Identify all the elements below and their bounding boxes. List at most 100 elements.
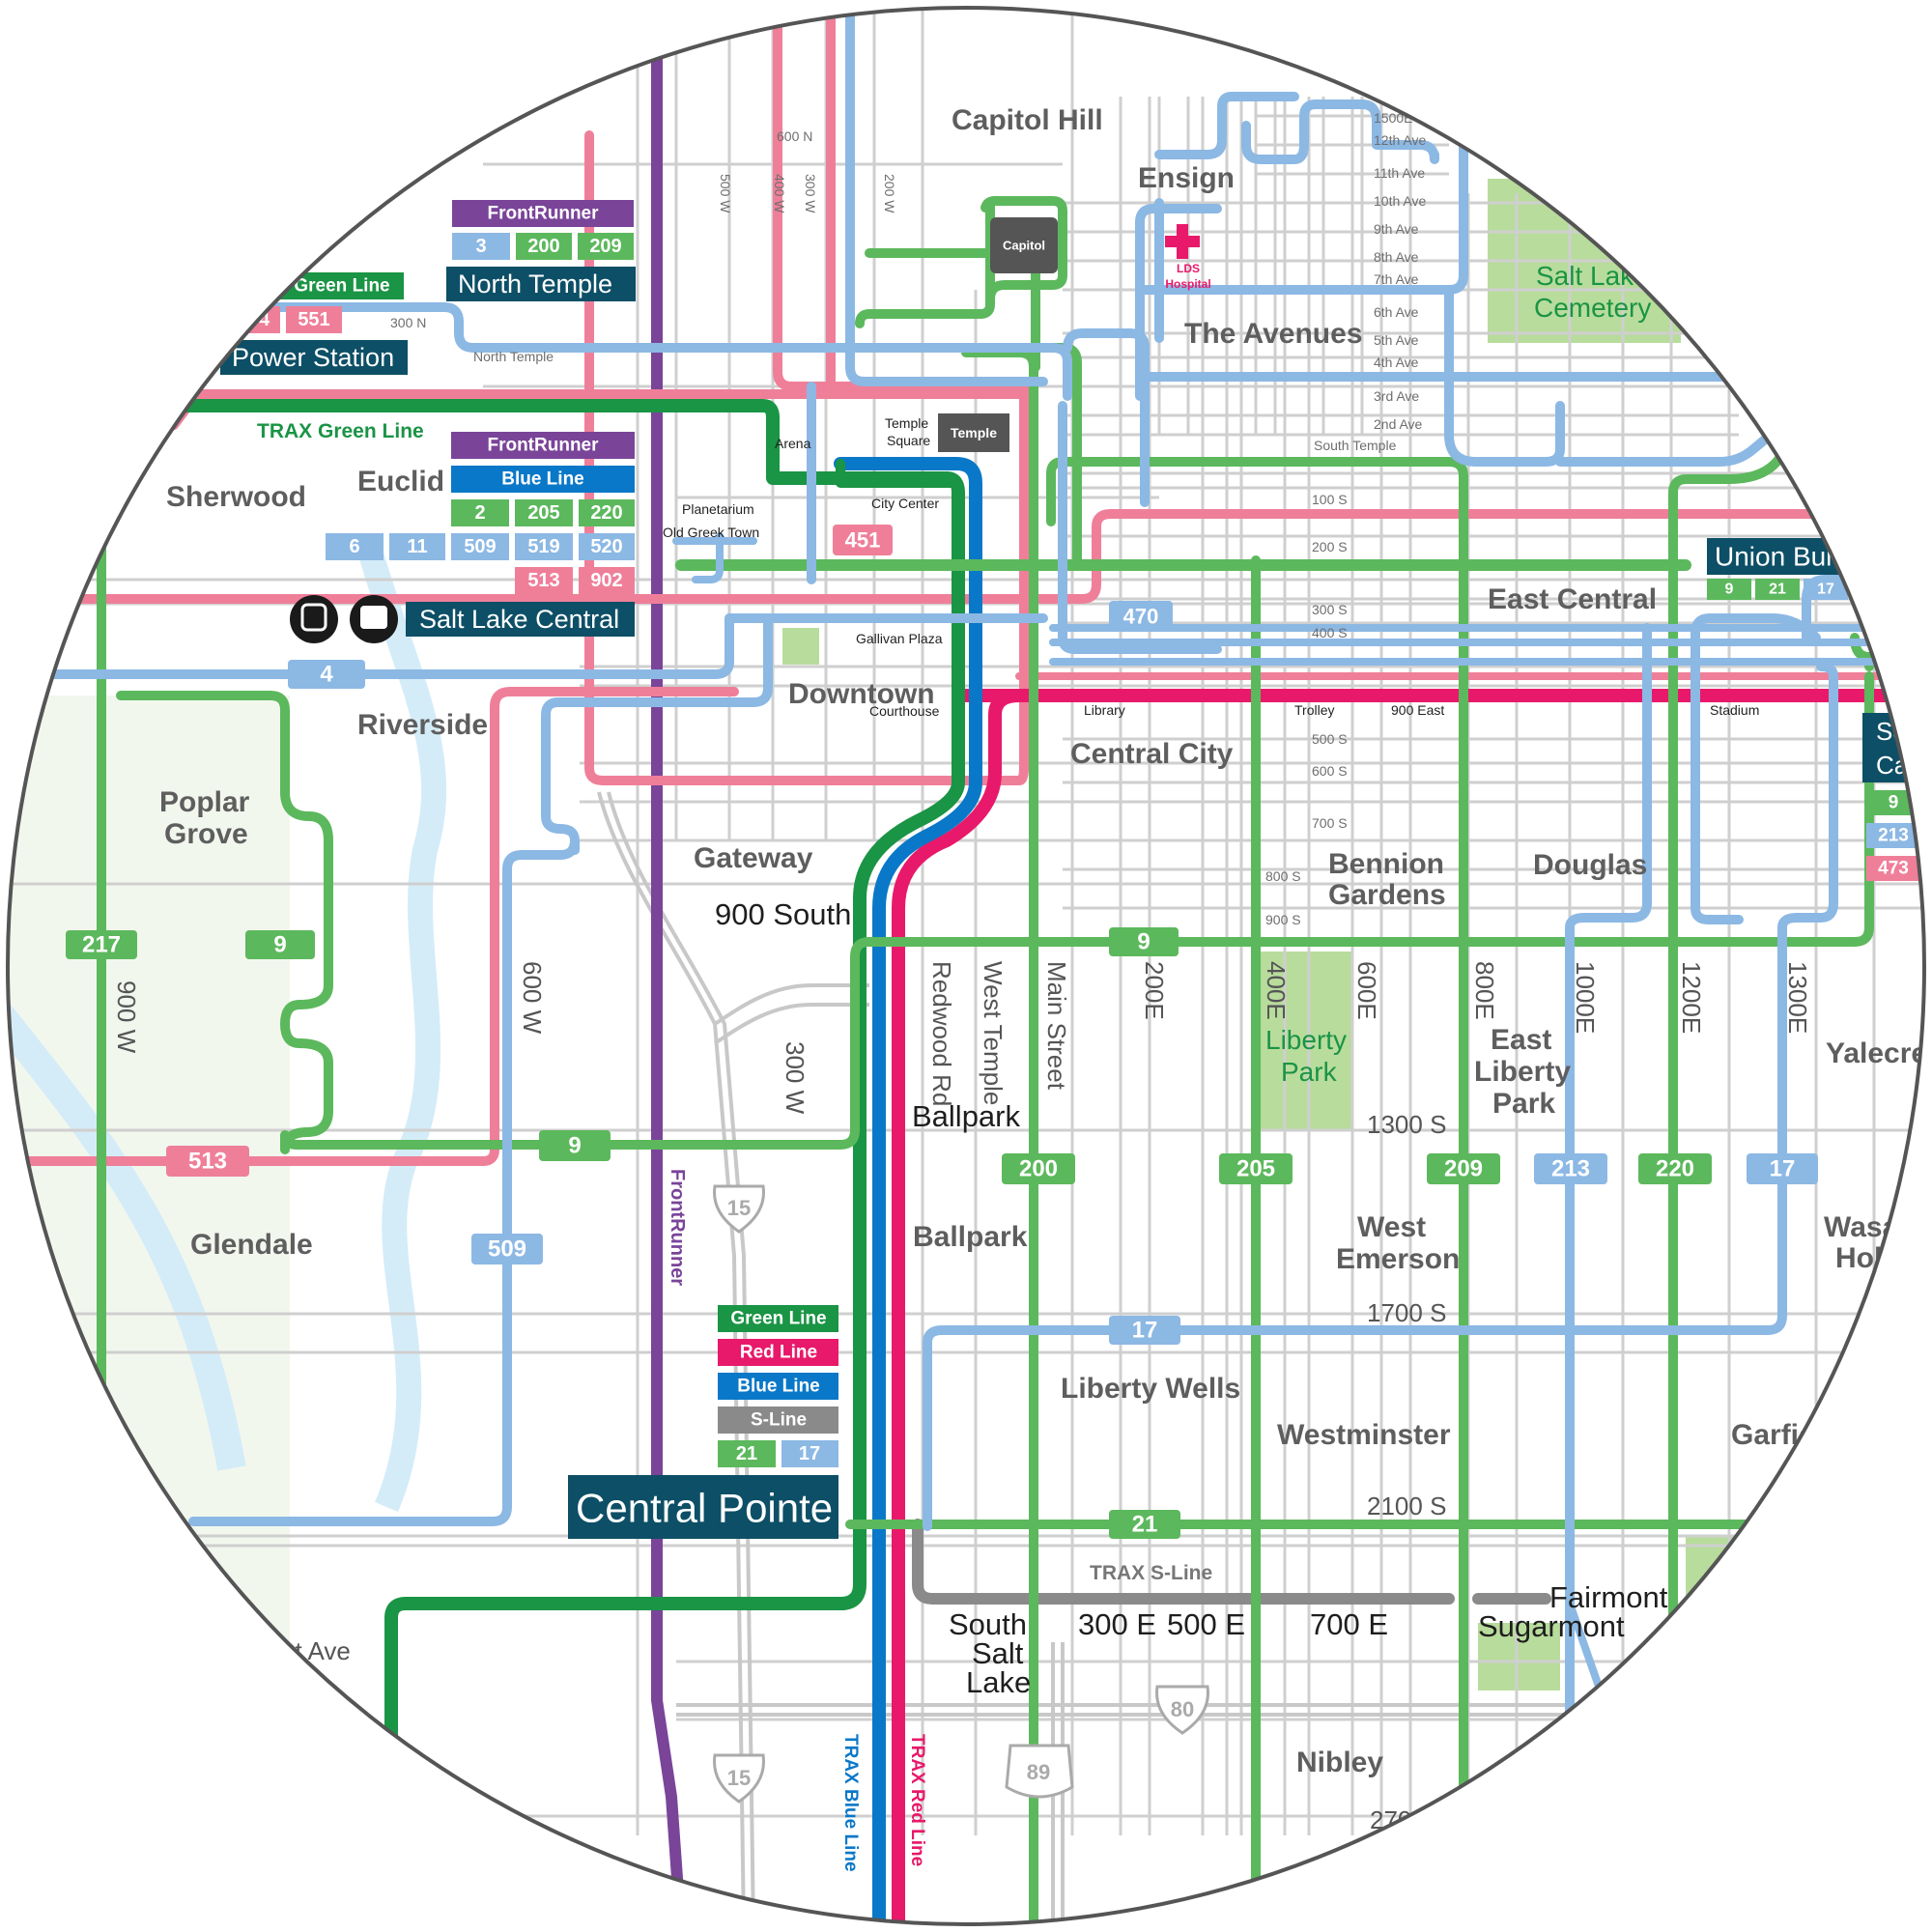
temple-label: Temple <box>951 425 997 440</box>
route-455-line <box>1049 624 1924 666</box>
badge-route-220: 220 <box>1656 1156 1694 1182</box>
st-500e: 400E <box>1262 961 1291 1020</box>
red-line-label: Red Line <box>740 1343 817 1363</box>
salt-lake-central-hub[interactable]: FrontRunner Blue Line 2 205 220 6 11 509… <box>290 432 635 643</box>
hood-wasatch: Wasatch <box>1824 1211 1932 1243</box>
badge-route-209: 209 <box>1444 1156 1483 1182</box>
st-500w: 500 W <box>718 174 733 213</box>
stn-old-greek-town: Old Greek Town <box>663 525 759 540</box>
hood-grove: Grove <box>164 818 248 850</box>
route-209-line <box>1046 457 1468 1924</box>
st-300n: 300 N <box>390 315 426 330</box>
stn-arena: Arena <box>775 436 811 451</box>
st-12th-ave: 1500E <box>1374 110 1412 126</box>
hood-avenues: The Avenues <box>1184 318 1363 350</box>
nt-route-200: 200 <box>527 236 559 257</box>
stn-courthouse: Courthouse <box>869 703 940 719</box>
st-9th-ave: 10th Ave <box>1374 193 1426 209</box>
map-frame <box>6 6 1926 1926</box>
hood-ballpark: Ballpark <box>913 1221 1028 1253</box>
stn-700e: 700 E <box>1310 1607 1388 1641</box>
union-hub[interactable]: Union Bui 9 21 17 <box>1707 538 1932 600</box>
route-902-line <box>8 509 1924 604</box>
st-1300s: 1300 S <box>1367 1110 1446 1139</box>
badge-route-21: 21 <box>1132 1512 1158 1538</box>
green-line-label-1: Green Line <box>294 276 389 297</box>
st-400s: 400 S <box>1312 625 1348 640</box>
liberty-park <box>1261 952 1352 1130</box>
stn-gallivan: Gallivan Plaza <box>856 631 943 646</box>
temple-landmark[interactable]: Temple <box>938 413 1009 452</box>
slc-route-11: 11 <box>407 536 427 557</box>
slc-route-519: 519 <box>527 536 559 557</box>
hood-poplar: Poplar <box>159 786 250 818</box>
st-4th-ave: 5th Ave <box>1374 332 1419 348</box>
i15-shield-icon-2 <box>713 1753 765 1804</box>
route-9-line <box>116 671 1874 1154</box>
stn-planetarium: Planetarium <box>682 501 754 517</box>
hood-east-central: East Central <box>1488 583 1657 615</box>
trax-blue-line <box>834 457 982 1924</box>
hood-ensign: Ensign <box>1138 162 1235 194</box>
hood-capitol-hill: Capitol Hill <box>952 104 1103 136</box>
trax-red-vertical-label: TRAX Red Line <box>907 1734 927 1866</box>
park-label-liberty: Liberty <box>1265 1025 1347 1055</box>
st-500s: 500 S <box>1312 731 1348 747</box>
hood-glendale: Glendale <box>190 1229 313 1261</box>
frontrunner-label-1: FrontRunner <box>487 204 599 224</box>
capitol-landmark[interactable]: Capitol <box>990 217 1058 273</box>
hood-westminster: Westminster <box>1277 1419 1451 1451</box>
hood-euclid: Euclid <box>357 466 444 497</box>
badge-route-9a: 9 <box>273 932 286 958</box>
union-route-9: 9 <box>1725 582 1734 598</box>
hood-downtown: Downtown <box>788 678 935 710</box>
slc-route-520: 520 <box>590 536 622 557</box>
st-300s: 300 S <box>1312 602 1348 617</box>
badge-route-17a: 17 <box>1770 1156 1796 1182</box>
st-2100s: 2100 S <box>1367 1492 1446 1520</box>
station-labels: Arena Temple Square Planetarium Old Gree… <box>663 415 1759 1699</box>
stn-salt: Salt <box>972 1636 1024 1670</box>
neighborhood-labels: Capitol Hill Ensign The Avenues Sherwood… <box>159 104 1932 1778</box>
sc-route-9: 9 <box>1889 793 1899 813</box>
trax-green-label: TRAX Green Line <box>257 420 424 442</box>
st-900w: 600 W <box>518 961 547 1035</box>
i15-upper: 15 <box>727 1196 751 1220</box>
central-pointe-label: Central Pointe <box>576 1486 833 1531</box>
st-2nd-ave: 3rd Ave <box>1374 388 1419 404</box>
st-west-temple: Redwood Rd <box>927 961 956 1106</box>
sc-route-473: 473 <box>1878 859 1909 879</box>
st-300w: 300 W <box>803 174 818 213</box>
st-200s: 200 S <box>1312 539 1348 554</box>
north-temple-hub[interactable]: FrontRunner 3 200 209 North Temple <box>446 200 636 301</box>
lds-hospital[interactable]: LDS Hospital <box>1165 224 1211 291</box>
route-213-line <box>1565 623 1652 1924</box>
hood-emerson: Emerson <box>1336 1243 1460 1275</box>
power-station-hub[interactable]: Green Line 54 551 Power Station <box>220 272 408 375</box>
salt-lake-central-label: Salt Lake Central <box>419 605 619 634</box>
stn-ballpark: Ballpark <box>912 1099 1020 1133</box>
slc-route-220: 220 <box>590 502 622 524</box>
hood-riverside: Riverside <box>357 709 488 741</box>
slc-route-205: 205 <box>527 502 559 524</box>
central-pointe-hub[interactable]: Green Line Red Line Blue Line S-Line 21 … <box>568 1305 838 1539</box>
badge-route-9c: 9 <box>1137 929 1150 955</box>
badge-route-17b: 17 <box>1132 1318 1158 1344</box>
frontrunner-label-2: FrontRunner <box>487 436 599 456</box>
river <box>355 537 447 1513</box>
route-badges: 4 217 9 513 9 509 9 200 205 209 213 220 … <box>66 525 1818 1539</box>
i15-shield-icon <box>713 1184 765 1234</box>
stn-library: Library <box>1084 702 1125 718</box>
i15-lower: 15 <box>727 1766 751 1790</box>
hood-bennion: Bennion <box>1328 848 1444 880</box>
stn-lake: Lake <box>966 1665 1031 1699</box>
st-900e: 800E <box>1470 961 1499 1020</box>
st-1500e: 1300E <box>1783 961 1812 1034</box>
badge-route-451: 451 <box>845 528 881 553</box>
st-300e: 200E <box>1140 961 1169 1020</box>
train-icon <box>290 595 338 643</box>
st-5th-ave: 6th Ave <box>1374 304 1419 320</box>
us89-shield-icon <box>1005 1744 1074 1799</box>
street-labels: 600 N 300 N North Temple South Temple 10… <box>112 110 1812 1834</box>
stn-square: Square <box>887 433 930 448</box>
